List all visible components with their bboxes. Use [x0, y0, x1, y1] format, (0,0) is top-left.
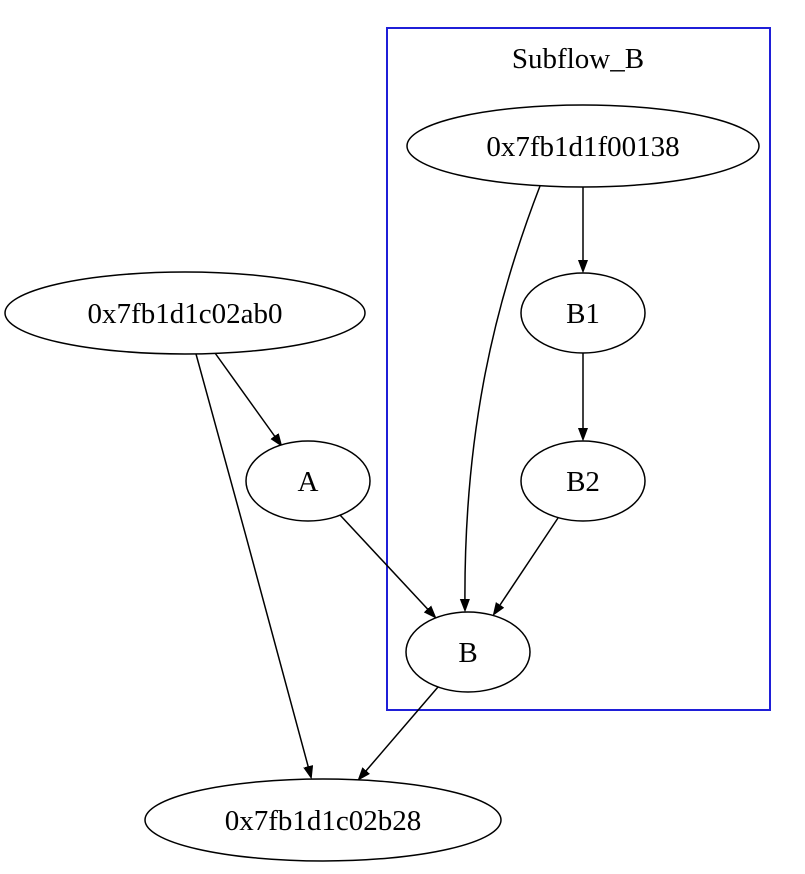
node-B1-ellipse [520, 272, 646, 354]
node-0x7fb1d1f00138-label: 0x7fb1d1f00138 [486, 131, 679, 163]
node-B2-label: B2 [566, 466, 600, 498]
node-0x7fb1d1f00138: 0x7fb1d1f00138 [406, 104, 760, 188]
edge-A-to-B [339, 514, 435, 617]
cluster-subflow-b-label: Subflow_B [512, 43, 644, 75]
node-0x7fb1d1c02b28-label: 0x7fb1d1c02b28 [225, 805, 422, 837]
cluster-subflow-b-box [386, 27, 771, 711]
edges-layer: Subflow_B [195, 27, 771, 779]
node-0x7fb1d1c02ab0: 0x7fb1d1c02ab0 [4, 271, 366, 355]
edge-0x7fb1d1c02ab0-to-0x7fb1d1c02b28 [195, 353, 311, 777]
node-B: B [405, 611, 531, 693]
node-0x7fb1d1c02ab0-label: 0x7fb1d1c02ab0 [88, 298, 283, 330]
node-B1-label: B1 [566, 298, 600, 330]
node-B-label: B [458, 637, 477, 669]
edge-0x7fb1d1c02ab0-to-A [214, 352, 281, 445]
node-0x7fb1d1c02b28: 0x7fb1d1c02b28 [144, 778, 502, 862]
node-B-ellipse [405, 611, 531, 693]
edge-0x7fb1d1f00138-to-B [465, 185, 541, 610]
edge-B2-to-B [494, 517, 559, 614]
node-A-ellipse [245, 440, 371, 522]
node-A-label: A [298, 466, 319, 498]
node-B2: B2 [520, 440, 646, 522]
node-0x7fb1d1f00138-ellipse [406, 104, 760, 188]
node-B1: B1 [520, 272, 646, 354]
node-B2-ellipse [520, 440, 646, 522]
node-0x7fb1d1c02b28-ellipse [144, 778, 502, 862]
node-0x7fb1d1c02ab0-ellipse [4, 271, 366, 355]
node-A: A [245, 440, 371, 522]
edge-B-to-0x7fb1d1c02b28 [359, 686, 439, 779]
